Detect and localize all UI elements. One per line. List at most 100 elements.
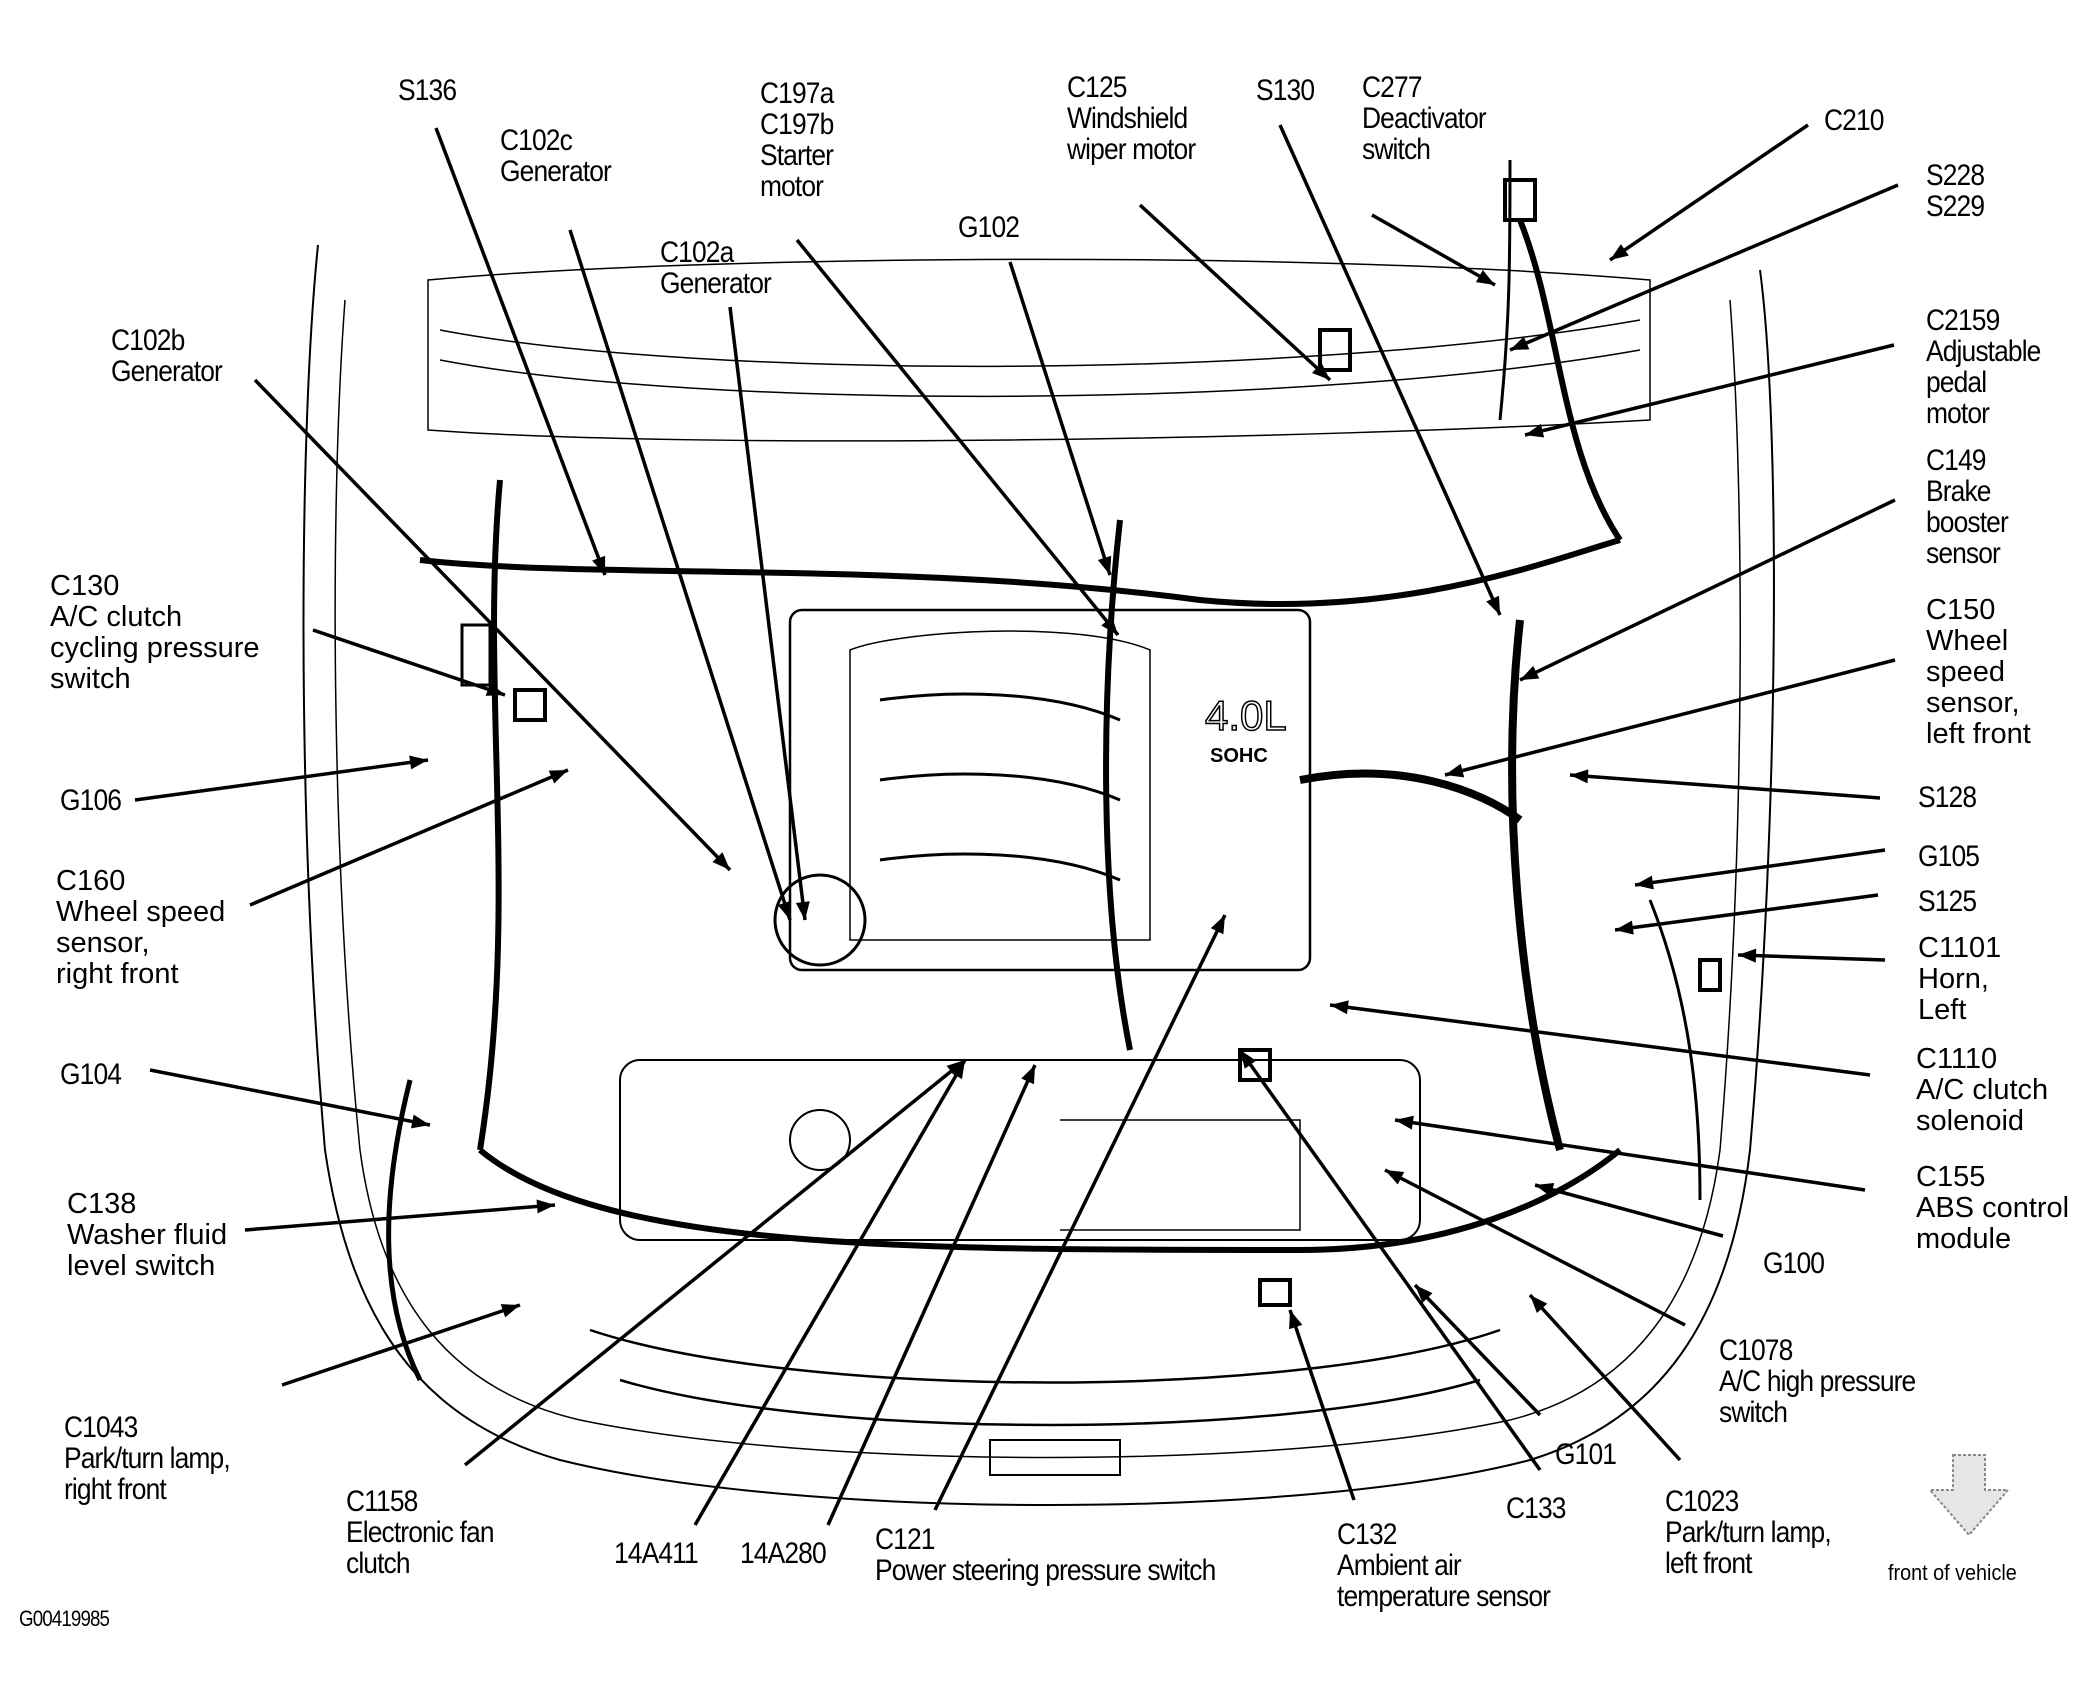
callout-description: S229	[1926, 190, 1985, 223]
callout-s136: S136	[398, 75, 457, 106]
leader-line-14a280	[826, 1064, 1037, 1526]
arrowhead-s130	[1486, 595, 1500, 615]
arrowhead-c133	[1240, 1050, 1257, 1069]
leader-line-c160	[249, 768, 569, 907]
leader-line-c132	[1288, 1309, 1356, 1501]
leader-lines	[134, 123, 1899, 1526]
leader-line-c1078	[1384, 1168, 1686, 1327]
callout-code: C150	[1926, 594, 1996, 626]
callout-code: C102c	[500, 124, 573, 157]
callout-code: C132	[1337, 1518, 1397, 1551]
arrowhead-c130	[485, 682, 505, 696]
arrowhead-c1110	[1330, 1000, 1349, 1015]
arrowhead-g102	[1097, 555, 1112, 575]
callout-description: Wheel speed	[56, 896, 226, 928]
callout-description: right front	[56, 958, 179, 990]
callout-code: C130	[50, 570, 120, 602]
callout-code: C210	[1824, 104, 1884, 137]
arrowhead-14a280	[1021, 1065, 1035, 1085]
callout-g106: G106	[60, 785, 122, 816]
callout-description: pedal	[1926, 366, 1987, 399]
callout-description: Generator	[500, 155, 612, 188]
arrowhead-g100	[1535, 1182, 1555, 1197]
arrowhead-c197	[1101, 616, 1118, 635]
callout-code: C1158	[346, 1485, 418, 1518]
arrowhead-c277	[1475, 270, 1495, 285]
callout-code: C121	[875, 1523, 935, 1556]
callout-description: Adjustable	[1926, 335, 2041, 368]
callout-code: S130	[1256, 74, 1315, 107]
leader-line-s136	[434, 127, 607, 576]
arrowhead-c1078	[1385, 1170, 1405, 1185]
callout-code: S125	[1918, 885, 1977, 918]
callout-code: C277	[1362, 71, 1422, 104]
arrowhead-s136	[592, 555, 606, 575]
callout-g101: G101	[1555, 1439, 1617, 1470]
callout-description: motor	[760, 170, 824, 203]
callout-description: Wheel	[1926, 625, 2009, 657]
leader-line-c102a	[728, 306, 807, 921]
callout-description: switch	[1362, 133, 1431, 166]
leader-line-g106	[134, 758, 429, 802]
callout-description: motor	[1926, 397, 1990, 430]
callout-description: Generator	[111, 355, 223, 388]
arrowhead-c160	[548, 770, 568, 784]
callout-description: temperature sensor	[1337, 1580, 1551, 1613]
leader-line-c125	[1138, 203, 1332, 382]
arrowhead-g104	[410, 1114, 430, 1129]
leader-line-c102c	[568, 229, 792, 921]
leader-line-c1101	[1737, 953, 1886, 962]
callout-description: Ambient air	[1337, 1549, 1462, 1582]
arrowhead-14a411	[949, 1060, 965, 1080]
engine-marking-line2: SOHC	[1210, 745, 1268, 767]
arrowhead-c150	[1445, 763, 1465, 778]
callout-g102: G102	[958, 212, 1020, 243]
arrowhead-c1023	[1530, 1295, 1548, 1314]
callout-description: sensor	[1926, 537, 2001, 570]
callout-code: S228	[1926, 159, 1985, 192]
callout-code: C133	[1506, 1492, 1566, 1525]
leader-line-c210	[1609, 123, 1809, 262]
callout-code: C1101	[1918, 932, 2002, 964]
front-of-vehicle-label: front of vehicle	[1888, 1560, 2017, 1585]
callout-description: module	[1916, 1223, 2012, 1255]
leader-line-g102	[1008, 261, 1112, 576]
callout-code: S128	[1918, 781, 1977, 814]
engine-marking-line1: 4.0L	[1205, 692, 1287, 739]
callout-code: C1023	[1665, 1485, 1739, 1518]
arrowhead-g101	[1415, 1285, 1433, 1303]
arrowhead-c1043	[500, 1304, 520, 1318]
callout-description: ABS control	[1916, 1192, 2070, 1224]
arrowhead-c155	[1395, 1115, 1414, 1130]
callout-s128: S128	[1918, 781, 1977, 814]
callout-g104: G104	[60, 1059, 122, 1090]
arrowhead-c132	[1289, 1310, 1303, 1330]
callout-14a280: 14A280	[740, 1538, 827, 1569]
leader-line-c133	[1238, 1048, 1542, 1472]
callout-code: C2159	[1926, 304, 2000, 337]
arrowhead-c1101	[1738, 948, 1757, 963]
callout-code: C1110	[1916, 1043, 1998, 1075]
callout-description: switch	[1719, 1396, 1788, 1429]
leader-line-s128	[1569, 773, 1881, 800]
callout-description: clutch	[346, 1547, 411, 1580]
leader-line-g100	[1534, 1183, 1724, 1238]
callout-code: C138	[67, 1188, 137, 1220]
callout-description: speed	[1926, 656, 2006, 688]
callout-code: C102b	[111, 324, 185, 357]
arrowhead-g106	[409, 755, 428, 770]
callout-g100: G100	[1763, 1248, 1825, 1279]
leader-line-c197	[795, 238, 1120, 637]
callout-description: sensor,	[56, 927, 150, 959]
